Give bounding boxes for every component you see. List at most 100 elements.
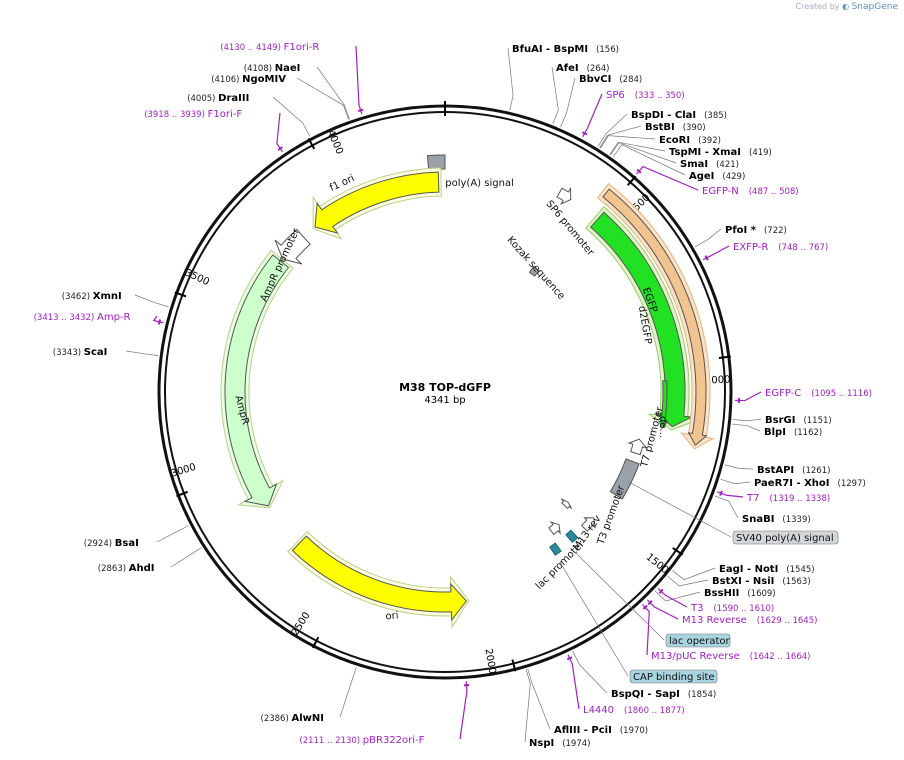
feature-polyA [609,458,640,500]
primer-label: L4440(1860 .. 1877) [583,705,685,716]
enzyme-name: SmaI [680,159,708,170]
feature-promoter [548,521,561,536]
enzyme-leader [714,495,739,519]
scale-tick [307,137,316,150]
enzyme-name: EcoRI [659,135,690,146]
primer-range: (1095 .. 1116) [811,389,872,399]
primer-label: SP6(333 .. 350) [606,90,685,101]
scale-tick-label: 2500 [290,610,313,637]
credit: Created by ◐ SnapGene [795,2,899,12]
enzyme-name: BssHII [704,588,739,599]
primer-name: T7 [746,493,759,504]
enzyme-label: (2863) AhdI [98,563,155,574]
enzyme-name: AgeI [689,171,714,182]
enzyme-position: (3462) [62,292,93,302]
primer-range: (1590 .. 1610) [713,604,774,614]
primer-label: (4130 .. 4149) F1ori-R [220,42,319,53]
enzyme-label: BstBI(390) [645,122,706,133]
feature-label: lac promoter [534,538,588,592]
enzyme-name: BsaI [115,538,139,549]
primer-leader [646,599,679,620]
enzyme-leader [170,547,202,568]
primer-tick [157,319,162,325]
enzyme-leader [720,478,751,485]
enzyme-leader [672,567,716,581]
boxed-feature-text: SV40 poly(A) signal [736,533,834,544]
enzyme-label: BsrGI(1151) [765,415,832,426]
feature-cds [224,254,290,507]
enzyme-name: AflIII - PciI [554,725,612,736]
enzyme-leader [600,135,656,149]
enzyme-position: (4005) [187,94,218,104]
enzyme-label: SmaI(421) [680,159,739,170]
enzyme-position: (1297) [838,479,866,489]
enzyme-label: BspQI - SapI(1854) [611,689,716,700]
feature-promoter [556,186,572,206]
primer-label: EGFP-C (1095 .. 1116) [765,388,872,399]
scale-tick [718,355,731,360]
enzyme-label: (3343) ScaI [53,347,108,358]
enzyme-label: (2924) BsaI [84,538,139,549]
scale-tick [174,291,187,298]
primer-range: (748 .. 767) [778,243,828,253]
primer-name: pBR322ori-F [363,735,425,746]
primer-name: T3 [690,603,703,614]
primer-label: (3413 .. 3432) Amp-R [34,312,131,323]
primer-tick [357,108,364,113]
feature-misc [528,265,540,277]
enzyme-position: (1854) [688,690,716,700]
feature-promoter [627,438,648,456]
snapgene-logo-icon: ◐ [842,2,850,11]
enzyme-leader [125,350,159,356]
enzyme-name: BsrGI [765,415,795,426]
primer-leader [459,681,468,740]
primer-range: (487 .. 508) [749,187,799,197]
primer-label: EXFP-R(748 .. 767) [733,242,828,253]
primer-tick [647,600,653,606]
primer-name: EGFP-C [765,388,801,399]
enzyme-leader [560,77,576,128]
primer-range: (3413 .. 3432) [34,313,97,323]
enzyme-label: AgeI(429) [689,171,745,182]
enzyme-leader [654,590,701,602]
enzyme-position: (1563) [782,577,810,587]
enzyme-leader [612,144,686,176]
primer-leader [276,112,283,153]
enzyme-name: BfuAI - BspMI [512,44,588,55]
enzyme-position: (1162) [794,428,822,438]
enzyme-leader [156,525,189,543]
primer-tick [277,146,283,151]
enzyme-position: (390) [683,123,706,133]
primer-range: (2111 .. 2130) [299,736,362,746]
boxed-feature-text: CAP binding site [633,672,715,683]
enzyme-position: (4108) [244,64,275,74]
feature-polyA [426,154,446,171]
enzyme-position: (156) [596,45,619,55]
enzyme-leader [296,77,349,120]
enzyme-position: (1261) [802,466,830,476]
enzyme-leader [316,66,350,120]
enzyme-label: NspI (1974) [529,738,590,749]
enzyme-position: (1974) [562,739,590,749]
enzyme-label: (4106) NgoMIV [211,74,286,85]
enzyme-leader [524,669,531,743]
primer-tick [581,131,588,136]
primer-tick [636,168,642,174]
scale-tick [511,659,517,672]
primer-leader [355,45,363,115]
scale-tick-label: 2000 [482,648,497,675]
primer-label: (3918 .. 3939) F1ori-F [144,109,242,120]
feature-label: Kozak sequence [505,235,567,302]
feature-cds [602,188,708,446]
primer-name: M13 Reverse [682,615,747,626]
enzyme-name: AfeI [556,63,579,74]
enzyme-name: NspI [529,738,554,749]
enzyme-name: AlwNI [291,713,324,724]
enzyme-label: SnaBI(1339) [742,514,811,525]
enzyme-label: PaeR7I - XhoI(1297) [754,478,866,489]
enzyme-label: PfoI *(722) [725,225,787,236]
scale-tick [176,490,189,498]
primer-label: (2111 .. 2130) pBR322ori-F [299,735,424,746]
